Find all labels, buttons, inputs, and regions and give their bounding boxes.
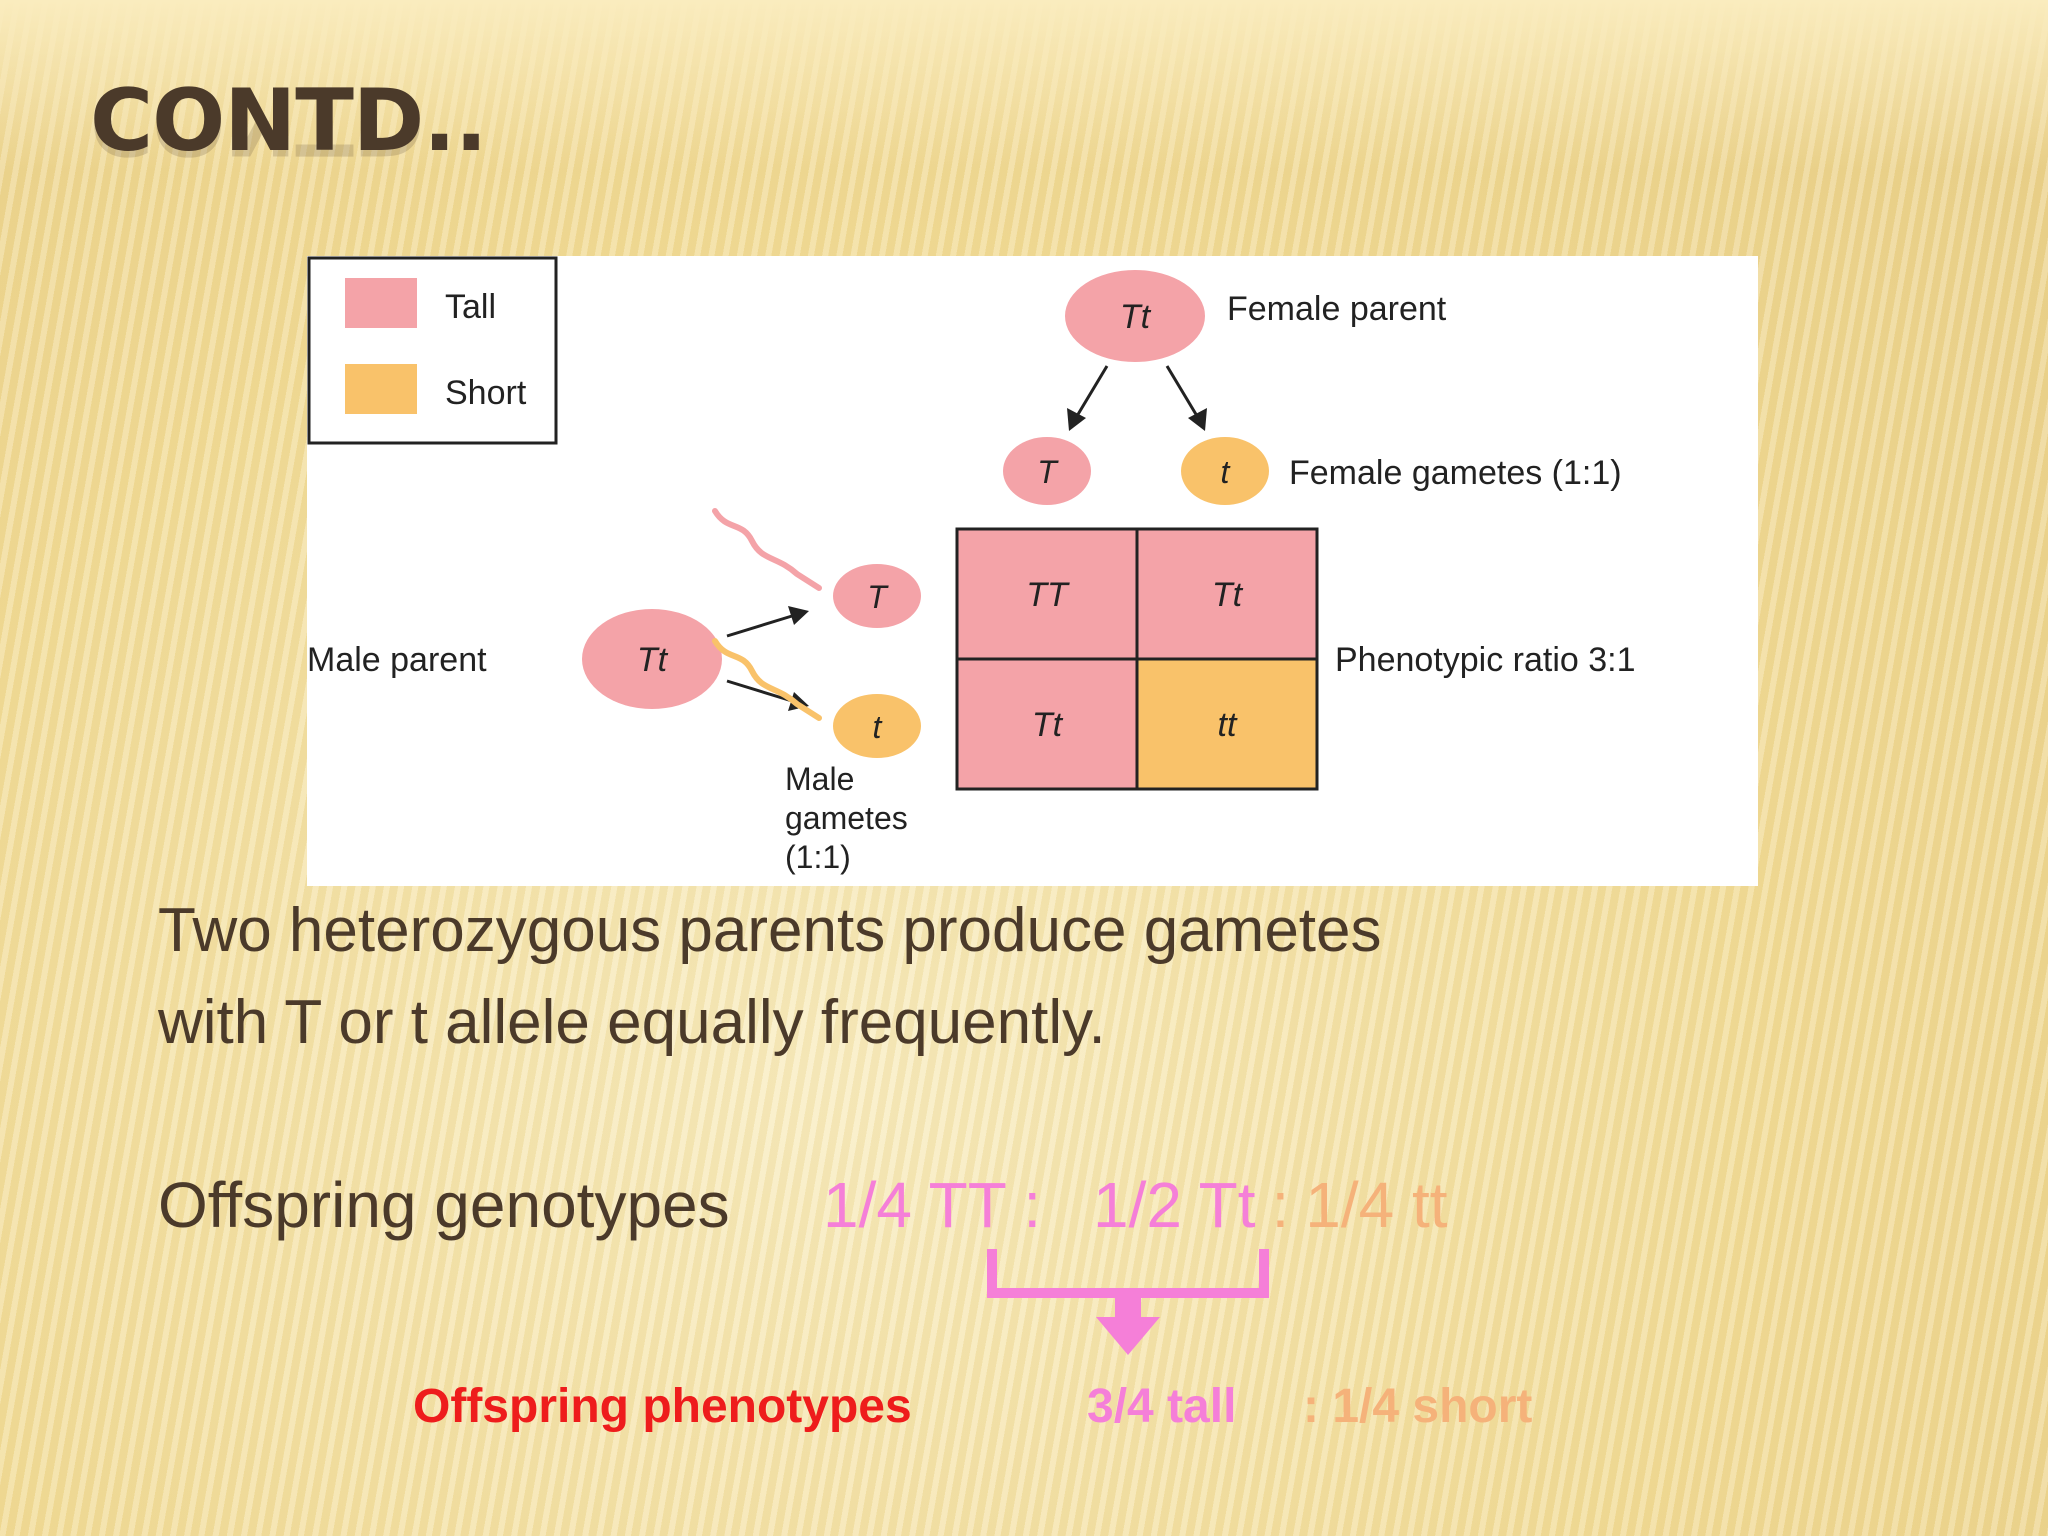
male-gametes-label-3: (1:1) bbox=[785, 839, 851, 875]
male-parent-genotype: Tt bbox=[637, 641, 669, 679]
male-parent-label: Male parent bbox=[307, 641, 487, 679]
female-parent-cell bbox=[1065, 270, 1205, 362]
male-gamete-T bbox=[833, 564, 921, 628]
punnett-cell-TT bbox=[957, 529, 1137, 659]
legend-tall-label: Tall bbox=[445, 288, 496, 326]
body-line-2: with T or t allele equally frequently. bbox=[158, 988, 1106, 1057]
punnett-text-Tt-top: Tt bbox=[1212, 576, 1244, 614]
female-gametes-label: Female gametes (1:1) bbox=[1289, 454, 1622, 492]
male-gamete-t-label: t bbox=[873, 709, 883, 745]
phenotype-tall: 3/4 tall bbox=[1087, 1380, 1237, 1433]
female-parent-genotype: Tt bbox=[1120, 298, 1152, 336]
female-arrow-left-head bbox=[1067, 408, 1086, 431]
female-arrow-right-head bbox=[1188, 408, 1207, 431]
female-gamete-t-label: t bbox=[1221, 454, 1231, 490]
tall-bracket-arrow bbox=[987, 1249, 1269, 1355]
male-gametes-label-1: Male bbox=[785, 761, 854, 797]
male-arrow-down bbox=[726, 679, 793, 703]
legend-short-swatch bbox=[345, 364, 417, 414]
punnett-text-Tt-bottom: Tt bbox=[1032, 706, 1064, 744]
male-gamete-t bbox=[833, 694, 921, 758]
phenotypes-label: Offspring phenotypes bbox=[413, 1380, 912, 1433]
offspring-genotypes-row: Offspring genotypes 1/4 TT : 1/2 Tt:1/4 tt bbox=[158, 1165, 1958, 1245]
legend-tall-swatch bbox=[345, 278, 417, 328]
punnett-text-TT: TT bbox=[1026, 576, 1070, 614]
male-parent-cell bbox=[582, 609, 722, 709]
female-parent-label: Female parent bbox=[1227, 290, 1447, 328]
punnett-cell-Tt-bottom bbox=[957, 659, 1137, 789]
genotypes-label: Offspring genotypes bbox=[158, 1169, 730, 1241]
slide-title-reflection: CONTD.. bbox=[90, 121, 487, 166]
female-gamete-T-label: T bbox=[1037, 454, 1059, 490]
punnett-text-tt: tt bbox=[1218, 706, 1238, 744]
genotype-sep: : bbox=[1271, 1169, 1290, 1241]
genotype-Tt: 1/2 Tt bbox=[1093, 1169, 1256, 1241]
punnett-cell-tt bbox=[1137, 659, 1317, 789]
genotype-tt: 1/4 tt bbox=[1305, 1169, 1448, 1241]
male-gamete-T-tail bbox=[712, 508, 822, 591]
genotype-TT: 1/4 TT : bbox=[823, 1169, 1042, 1241]
slide-title: CONTD.. bbox=[90, 71, 488, 171]
female-arrow-left bbox=[1075, 365, 1109, 417]
female-gamete-t bbox=[1181, 437, 1269, 505]
male-gamete-t-tail bbox=[712, 638, 822, 721]
punnett-square-figure: Tall Short Tt Female parent T t Female g… bbox=[307, 256, 1758, 886]
body-paragraph: Two heterozygous parents produce gametes… bbox=[158, 885, 1658, 1069]
male-arrow-up bbox=[726, 614, 793, 638]
phenotype-short: : 1/4 short bbox=[1303, 1380, 1533, 1433]
male-arrow-up-head bbox=[788, 606, 809, 625]
female-arrow-right bbox=[1165, 365, 1199, 417]
phenotypic-ratio-label: Phenotypic ratio 3:1 bbox=[1335, 641, 1636, 679]
legend-short-label: Short bbox=[445, 374, 527, 412]
punnett-cell-Tt-top bbox=[1137, 529, 1317, 659]
body-line-1: Two heterozygous parents produce gametes bbox=[158, 896, 1382, 965]
female-gamete-T bbox=[1003, 437, 1091, 505]
male-gamete-T-label: T bbox=[867, 579, 889, 615]
male-gametes-label-2: gametes bbox=[785, 800, 908, 836]
